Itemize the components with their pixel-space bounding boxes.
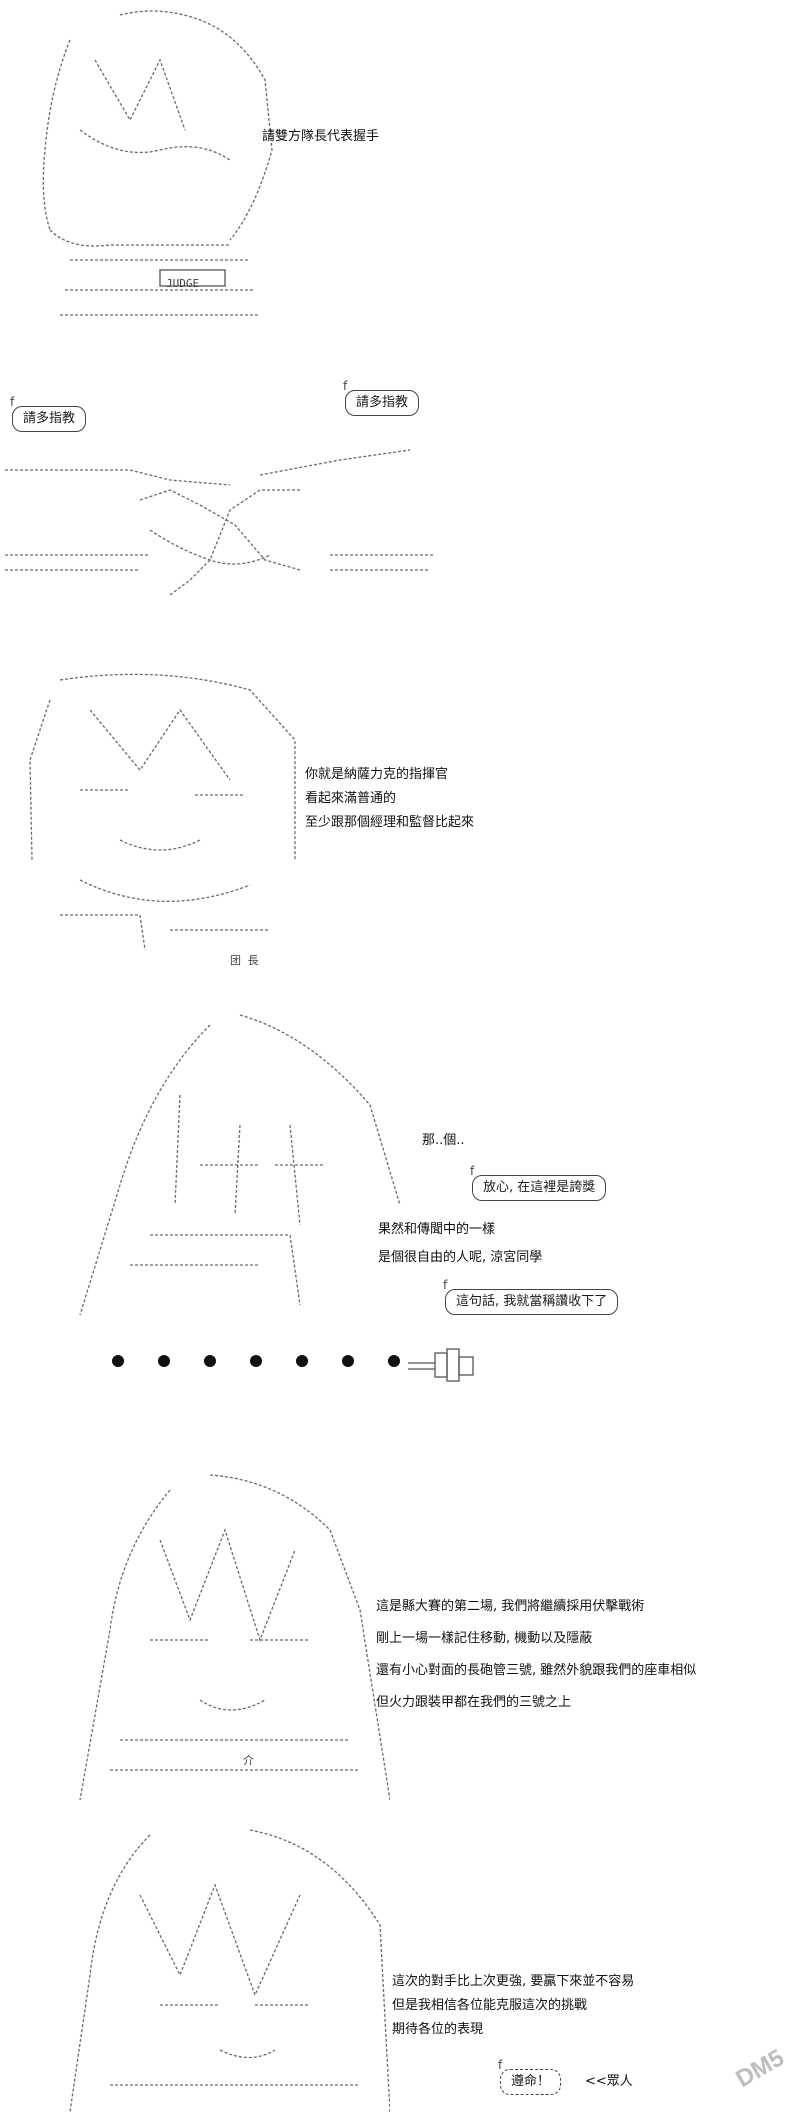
dialogue-line-2: 但是我相信各位能克服這次的挑戰 bbox=[392, 1998, 588, 2013]
dialogue-line-1: 果然和傳聞中的一樣 bbox=[378, 1222, 496, 1237]
dialogue-line-3: 還有小心對面的長砲管三號, 雖然外貌跟我們的座車相似 bbox=[376, 1663, 697, 1678]
panel-dots-divider bbox=[0, 1335, 800, 1395]
dialogue-line-1: 你就是納薩力克的指揮官 bbox=[305, 767, 449, 782]
speech-bubble-praise: 這句話, 我就當稱讚收下了 bbox=[443, 1276, 619, 1315]
panel-encouragement: 這次的對手比上次更強, 要贏下來並不容易 但是我相信各位能克服這次的挑戰 期待各… bbox=[0, 1825, 800, 2112]
panel-handshake: 請多指教 請多指教 bbox=[0, 377, 800, 640]
tank-icon bbox=[408, 1348, 474, 1382]
handshake-ascii-art bbox=[5, 449, 435, 596]
ellipsis-dot bbox=[112, 1355, 124, 1367]
ellipsis-dot bbox=[250, 1355, 262, 1367]
dialogue-line-2: 是個很自由的人呢, 涼宮同學 bbox=[378, 1250, 543, 1265]
panel-conversation: 那..個.. 放心, 在這裡是誇獎 果然和傳聞中的一樣 是個很自由的人呢, 涼宮… bbox=[0, 1005, 800, 1325]
ellipsis-text: 那..個.. bbox=[422, 1133, 465, 1148]
briefing-ascii-art bbox=[79, 1474, 390, 1800]
captain-ascii-art bbox=[42, 10, 273, 316]
ellipsis-dot bbox=[204, 1355, 216, 1367]
speech-bubble-reply: 遵命！ bbox=[498, 2056, 562, 2095]
badge-label: 团 長 bbox=[230, 954, 259, 967]
dialogue-line-2: 剛上一場一樣記住移動, 機動以及隱蔽 bbox=[376, 1631, 593, 1646]
dialogue-line-3: 期待各位的表現 bbox=[392, 2022, 484, 2037]
badge-label: 介 bbox=[243, 1754, 254, 1767]
panel-tactics-briefing: 介 這是縣大賽的第二場, 我們將繼續採用伏擊戰術 剛上一場一樣記住移動, 機動以… bbox=[0, 1470, 800, 1800]
ellipsis-dot bbox=[342, 1355, 354, 1367]
dialogue-line-1: 這是縣大賽的第二場, 我們將繼續採用伏擊戰術 bbox=[376, 1599, 645, 1614]
speech-bubble-left: 請多指教 bbox=[10, 393, 87, 432]
speech-bubble-reassure: 放心, 在這裡是誇獎 bbox=[470, 1162, 607, 1201]
caption: 請雙方隊長代表握手 bbox=[262, 129, 380, 144]
girl-ascii-art bbox=[79, 1014, 401, 1316]
ellipsis-dot bbox=[158, 1355, 170, 1367]
dialogue-line-3: 至少跟那個經理和監督比起來 bbox=[305, 815, 475, 830]
leader-ascii-art bbox=[69, 1829, 390, 2112]
commander-ascii-art bbox=[29, 673, 296, 951]
ellipsis-dot bbox=[296, 1355, 308, 1367]
panel-commander-intro: 团 長 你就是納薩力克的指揮官 看起來滿普通的 至少跟那個經理和監督比起來 bbox=[0, 670, 800, 967]
dialogue-line-1: 這次的對手比上次更強, 要贏下來並不容易 bbox=[392, 1974, 635, 1989]
dialogue-line-4: 但火力跟裝甲都在我們的三號之上 bbox=[376, 1695, 572, 1710]
speech-bubble-right: 請多指教 bbox=[343, 377, 420, 416]
dialogue-line-2: 看起來滿普通的 bbox=[305, 791, 397, 806]
crowd-label: <<眾人 bbox=[585, 2074, 633, 2089]
judge-label: JUDGE bbox=[166, 277, 200, 290]
panel-handshake-call: JUDGE 請雙方隊長代表握手 bbox=[0, 0, 800, 330]
ellipsis-dot bbox=[388, 1355, 400, 1367]
